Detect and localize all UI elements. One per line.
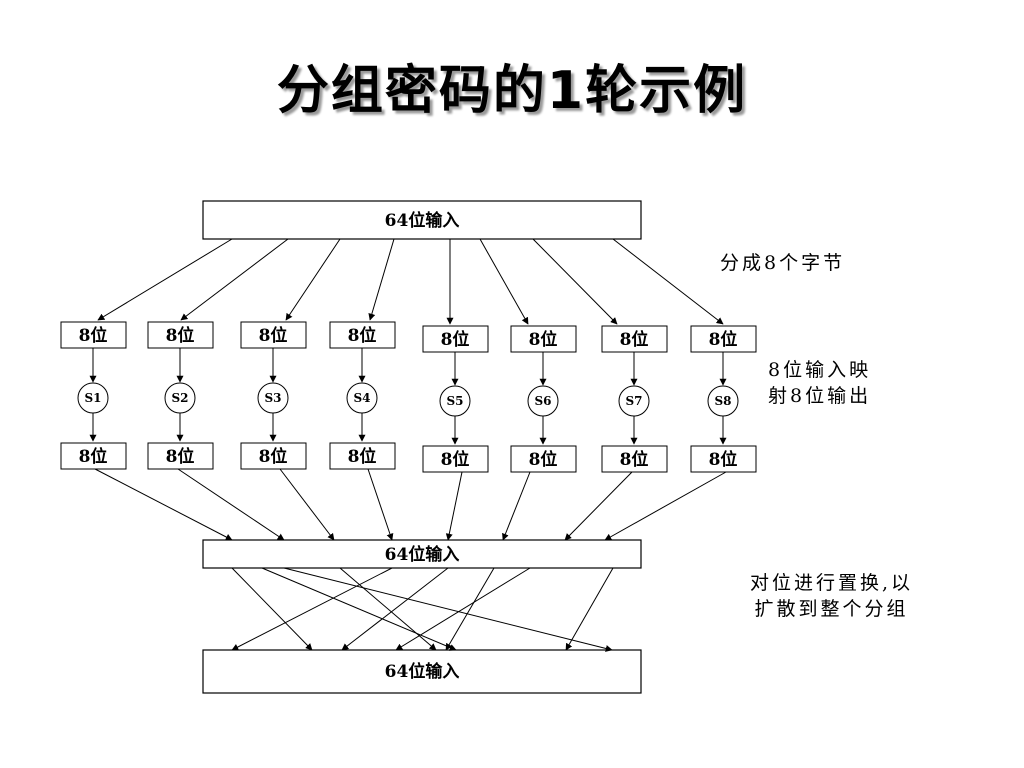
note-sbox-line1: 8位输入映 [768, 359, 872, 381]
byte-out-2 [147, 442, 214, 470]
byte-out-8-label: 8位 [709, 449, 738, 470]
column-7: 8位 S7 8位 [601, 325, 668, 473]
byte-out-5-label: 8位 [441, 449, 470, 470]
byte-out-7 [601, 445, 668, 473]
column-1: 8位 S1 8位 [60, 321, 127, 470]
permutation-arrows [231, 567, 614, 652]
byte-out-4-label: 8位 [348, 446, 377, 467]
sbox-6-label: S6 [534, 394, 551, 408]
mid-block [202, 539, 642, 569]
input-block-label: 64位输入 [385, 210, 460, 231]
byte-in-8-label: 8位 [709, 329, 738, 350]
byte-in-8 [690, 325, 757, 353]
byte-out-4 [329, 442, 396, 470]
note-permutation-line2: 扩散到整个分组 [754, 598, 909, 620]
sbox-2-label: S2 [171, 391, 188, 405]
split-arrows [97, 238, 724, 325]
byte-out-7-label: 8位 [620, 449, 649, 470]
note-sbox-line2: 射8位输出 [768, 385, 872, 407]
column-6: 8位 S6 8位 [510, 325, 577, 473]
output-block [202, 649, 642, 694]
column-4: 8位 S4 8位 [329, 321, 396, 470]
byte-in-4-label: 8位 [348, 325, 377, 346]
byte-in-2-label: 8位 [166, 325, 195, 346]
byte-out-6-label: 8位 [529, 449, 558, 470]
merge-arrows [94, 468, 727, 541]
column-8: 8位 S8 8位 [690, 325, 757, 473]
byte-in-3 [240, 321, 307, 349]
byte-out-8 [690, 445, 757, 473]
sbox-8-label: S8 [714, 394, 731, 408]
byte-out-2-label: 8位 [166, 446, 195, 467]
column-2: 8位 S2 8位 [147, 321, 214, 470]
note-permutation-line1: 对位进行置换,以 [750, 572, 914, 594]
sbox-4-label: S4 [353, 391, 370, 405]
note-split: 分成8个字节 [720, 248, 845, 275]
byte-in-4 [329, 321, 396, 349]
note-permutation: 对位进行置换,以 扩散到整个分组 [750, 570, 913, 622]
byte-in-3-label: 8位 [259, 325, 288, 346]
column-5: 8位 S5 8位 [422, 325, 489, 473]
byte-in-7-label: 8位 [620, 329, 649, 350]
byte-in-2 [147, 321, 214, 349]
note-sbox: 8位输入映 射8位输出 [768, 357, 871, 409]
byte-out-1 [60, 442, 127, 470]
input-block [202, 200, 642, 240]
byte-in-6-label: 8位 [529, 329, 558, 350]
note-split-text: 分成8个字节 [720, 252, 846, 274]
sbox-7-label: S7 [625, 394, 642, 408]
output-block-label: 64位输入 [385, 661, 460, 682]
byte-out-3 [240, 442, 307, 470]
column-3: 8位 S3 8位 [240, 321, 307, 470]
sbox-3-label: S3 [264, 391, 281, 405]
sbox-5-label: S5 [446, 394, 463, 408]
byte-in-5 [422, 325, 489, 353]
byte-out-1-label: 8位 [79, 446, 108, 467]
byte-in-6 [510, 325, 577, 353]
mid-block-label: 64位输入 [385, 544, 460, 565]
byte-out-6 [510, 445, 577, 473]
sbox-1-label: S1 [84, 391, 101, 405]
byte-in-1 [60, 321, 127, 349]
page-title: 分组密码的1轮示例 [276, 61, 748, 121]
byte-in-5-label: 8位 [441, 329, 470, 350]
byte-out-5 [422, 445, 489, 473]
byte-out-3-label: 8位 [259, 446, 288, 467]
byte-in-1-label: 8位 [79, 325, 108, 346]
